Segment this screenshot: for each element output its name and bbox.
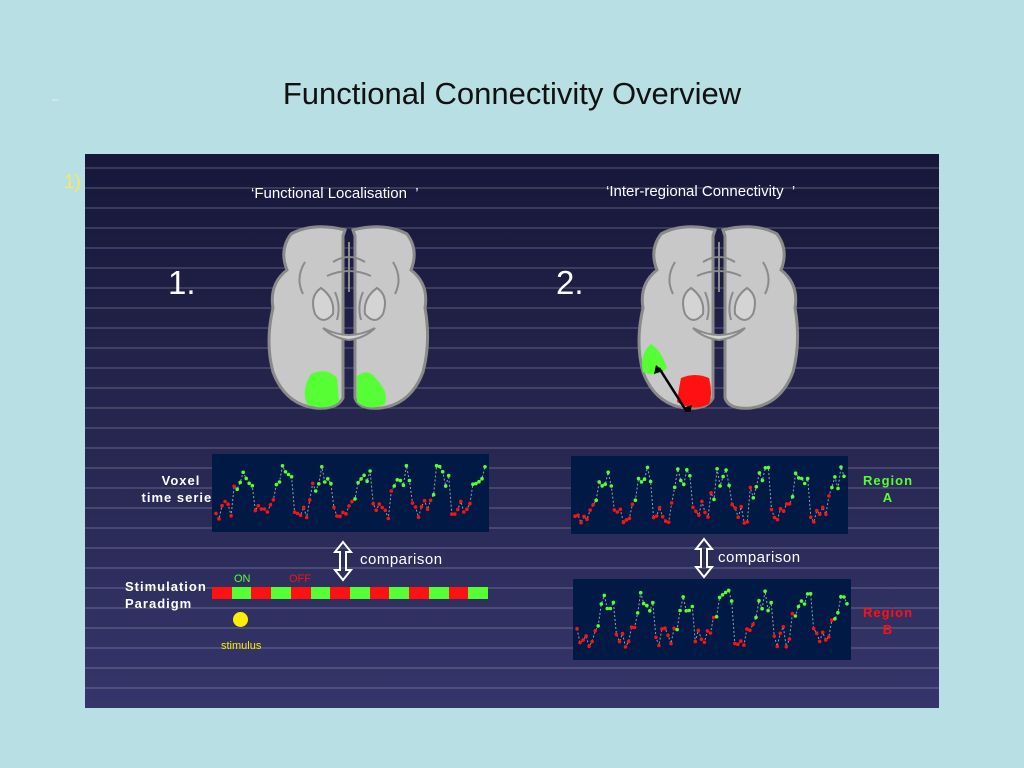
voxel-time-series [212,454,489,532]
paradigm-label-line-2: Paradigm [125,596,193,611]
paradigm-segment-on [389,587,410,599]
comparison-label-right: comparison [718,549,801,566]
brain-right [637,225,800,412]
stimulus-dot [233,612,248,627]
comparison-arrow-right [693,537,715,579]
heading-inter-regional-connectivity: ‘Inter-regional Connectivity ’ [606,183,796,200]
region-a-label-line-2: A [882,490,894,505]
paradigm-label-line-1: Stimulation [125,579,207,594]
comparison-label-left: comparison [360,551,443,568]
paradigm-segment-on [310,587,331,599]
comparison-arrow-left [332,540,354,582]
slide-title: Functional Connectivity Overview [282,76,742,111]
step-two: 2. [556,264,584,301]
region-b-time-series [573,579,851,660]
region-b-label-line-2: B [882,622,894,637]
paradigm-segment-off [448,587,469,599]
region-a-time-series [571,456,848,534]
paradigm-segment-on [231,587,252,599]
off-label: OFF [289,573,311,585]
stimulation-paradigm-bar [212,587,489,599]
on-label: ON [234,573,251,585]
paradigm-segment-off [290,587,311,599]
region-left-a [304,371,339,408]
voxel-label: Voxel time series [131,472,231,506]
list-number: 1) [64,172,81,193]
paradigm-segment-off [251,587,272,599]
brain-left [267,225,430,410]
paradigm-segment-on [468,587,489,599]
stimulus-label: stimulus [221,640,262,652]
dash-mark: – [52,92,59,106]
paradigm-segment-on [428,587,449,599]
connectivity-arrow [654,365,692,412]
step-one: 1. [168,264,196,301]
stimulation-paradigm-label: Stimulation Paradigm [125,578,207,612]
region-a-label: Region A [855,472,921,506]
paradigm-segment-off [330,587,351,599]
paradigm-segment-on [271,587,291,599]
region-b-label: Region B [855,604,921,638]
region-b-label-line-1: Region [862,605,914,620]
paradigm-segment-off [369,587,390,599]
paradigm-segment-off [409,587,429,599]
region-a-label-line-1: Region [862,473,914,488]
diagram-panel: ‘Functional Localisation ’ 1. Voxel time… [85,154,939,708]
paradigm-segment-on [350,587,370,599]
voxel-label-line-2: time series [141,490,221,505]
region-left-b [357,372,386,408]
paradigm-segment-off [212,587,232,599]
region-b-blob [677,375,711,408]
heading-functional-localisation: ‘Functional Localisation ’ [251,185,419,202]
voxel-label-line-1: Voxel [161,473,201,488]
region-a-blob [642,344,667,375]
